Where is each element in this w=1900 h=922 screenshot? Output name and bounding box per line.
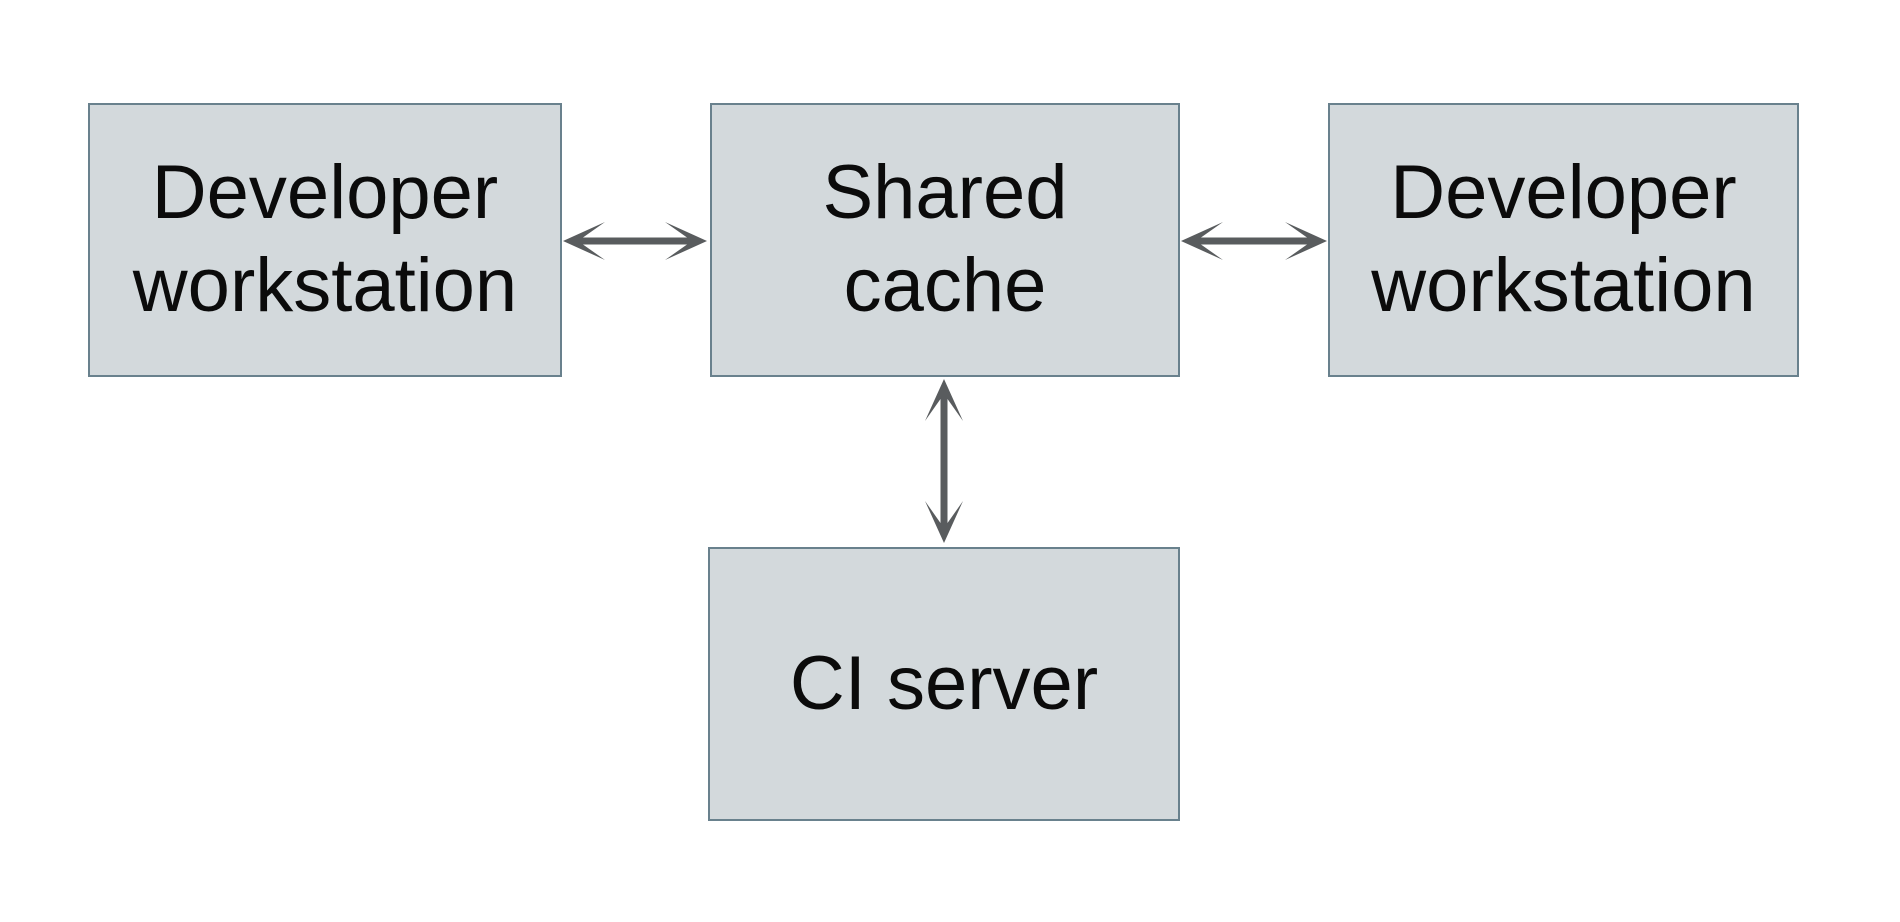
node-label: Developer workstation [132,150,518,328]
node-ci-server: CI server [708,547,1180,821]
bidirectional-arrow-left-cache [563,222,707,260]
bidirectional-arrow-cache-right [1181,222,1327,260]
node-label: Shared cache [822,150,1068,328]
bidirectional-arrow-cache-ci [925,379,963,543]
node-label: CI server [789,640,1099,726]
node-label: Developer workstation [1371,150,1756,328]
node-developer-workstation-right: Developer workstation [1328,103,1799,377]
node-developer-workstation-left: Developer workstation [88,103,562,377]
node-shared-cache: Shared cache [710,103,1180,377]
